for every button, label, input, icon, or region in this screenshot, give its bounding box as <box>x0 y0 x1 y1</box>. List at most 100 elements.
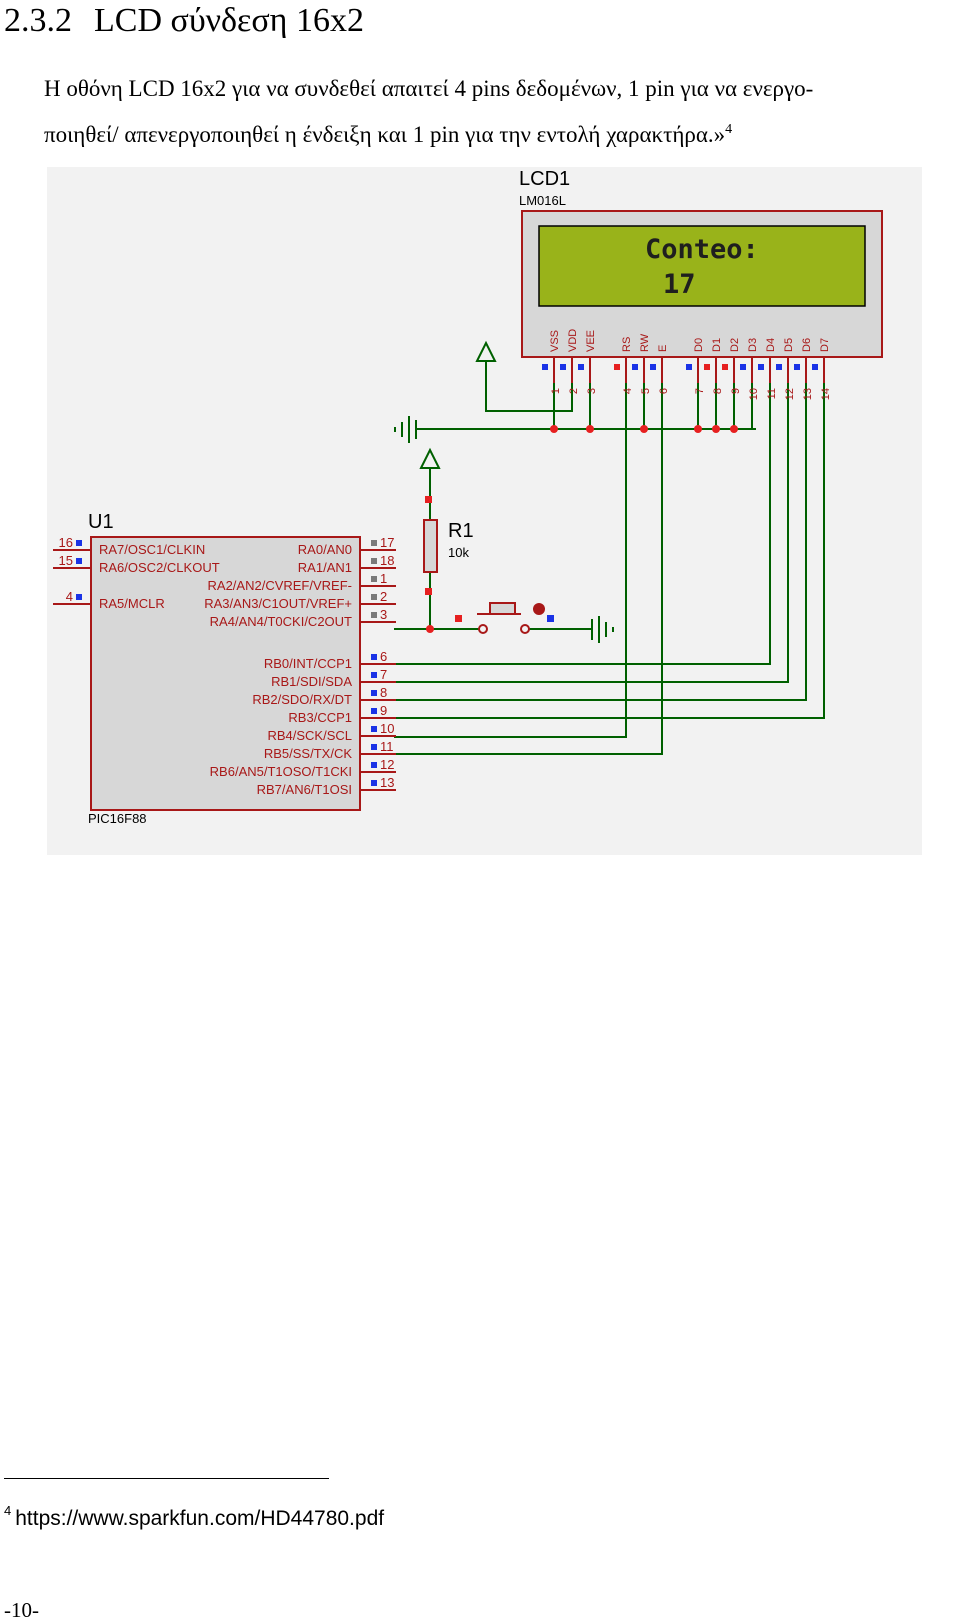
mcu-ref: U1 <box>88 511 114 533</box>
pin-marker <box>560 364 566 370</box>
footnote-link[interactable]: https://www.sparkfun.com/HD44780.pdf <box>15 1507 385 1530</box>
mcu-pin-number: 7 <box>380 667 387 682</box>
mcu-pin-number: 10 <box>380 721 394 736</box>
paragraph-line-1: Η οθόνη LCD 16x2 για να συνδεθεί απαιτεί… <box>44 76 814 101</box>
wire-d5 <box>394 383 789 683</box>
pin-marker <box>758 364 764 370</box>
button-actuator-icon <box>533 603 545 615</box>
mcu-model: PIC16F88 <box>88 811 147 826</box>
mcu-pin-label: RA0/AN0 <box>298 542 352 557</box>
lcd-screen-line-1: Conteo: <box>645 234 759 265</box>
pin-marker <box>371 540 377 546</box>
lcd-pin-name: VDD <box>567 329 579 352</box>
lcd-pin-number: 3 <box>586 388 598 394</box>
mcu-pin-number: 11 <box>380 739 394 754</box>
lcd-pin-number: 10 <box>748 388 760 400</box>
ground-icon <box>598 616 614 643</box>
lcd-pin-number: 1 <box>550 388 562 394</box>
mcu-pin-number: 2 <box>380 589 387 604</box>
mcu-pin-label: RB3/CCP1 <box>288 710 352 725</box>
lcd-pin-name: D5 <box>783 338 795 352</box>
lcd-screen-line-2: 17 <box>663 269 696 300</box>
pin-marker <box>776 364 782 370</box>
section-number: 2.3.2 <box>4 2 72 39</box>
wire-d6 <box>394 383 807 701</box>
lcd-pin-name: D6 <box>801 338 813 352</box>
lcd-pin-number: 14 <box>820 388 832 400</box>
pin-marker <box>547 615 554 622</box>
mcu-pin-number: 4 <box>66 589 73 604</box>
footnote-reference: 4 <box>725 122 733 137</box>
lcd-pin-name: D1 <box>711 338 723 352</box>
mcu-pin-number: 13 <box>380 775 394 790</box>
mcu-pin-label: RA3/AN3/C1OUT/VREF+ <box>204 596 352 611</box>
pin-marker <box>371 576 377 582</box>
lcd-pin-name: RS <box>621 337 633 352</box>
wire-d4 <box>394 383 771 665</box>
mcu-pin-label: RB2/SDO/RX/DT <box>252 692 352 707</box>
push-button <box>477 602 530 634</box>
pin-marker <box>371 612 377 618</box>
power-arrow-icon <box>419 447 441 469</box>
pin-marker <box>371 762 377 768</box>
pin-marker <box>371 726 377 732</box>
footnote-rule <box>4 1478 329 1479</box>
pin-marker <box>76 540 82 546</box>
mcu-pin-label: RB7/AN6/T1OSI <box>257 782 352 797</box>
pin-marker <box>614 364 620 370</box>
section-heading: 2.3.2 LCD σύνδεση 16x2 <box>4 2 364 40</box>
pin-marker <box>371 780 377 786</box>
lcd-pin-number: 7 <box>694 388 706 394</box>
pin-marker <box>578 364 584 370</box>
pin-marker <box>371 744 377 750</box>
pin-marker <box>371 654 377 660</box>
lcd-pin-number: 9 <box>730 388 742 394</box>
resistor-body <box>423 519 438 573</box>
lcd-pin-name: D7 <box>819 338 831 352</box>
mcu-pin-label: RA2/AN2/CVREF/VREF- <box>208 578 352 593</box>
pin-marker <box>76 594 82 600</box>
page-number: -10- <box>4 1598 39 1622</box>
pin-marker <box>632 364 638 370</box>
lcd-pin-name: D2 <box>729 338 741 352</box>
mcu-pin-label: RB4/SCK/SCL <box>267 728 352 743</box>
mcu-pin-number: 16 <box>59 535 73 550</box>
wire-rs <box>394 383 627 738</box>
pin-marker <box>812 364 818 370</box>
wire-pin-drops-ctrl <box>553 383 645 429</box>
mcu-pin-label: RB5/SS/TX/CK <box>264 746 352 761</box>
lcd-pin-name: D0 <box>693 338 705 352</box>
wires <box>394 361 825 755</box>
mcu-pin-label: RA5/MCLR <box>99 596 165 611</box>
lcd-model: LM016L <box>519 193 566 208</box>
ground-icon <box>394 416 410 443</box>
footnote-marker: 4 <box>4 1503 12 1518</box>
lcd-pin-number: 11 <box>766 388 778 399</box>
paragraph-line-2: ποιηθεί/ απενεργοποιηθεί η ένδειξη και 1… <box>44 112 960 158</box>
lcd-ref: LCD1 <box>519 168 570 190</box>
mcu-pin-number: 15 <box>59 553 73 568</box>
circuit-schematic: LCD1 LM016L Conteo: 17 VSS1VDD2VEE3RS4RW… <box>53 168 883 826</box>
lcd-pin-name: D4 <box>765 338 777 352</box>
pin-marker <box>371 594 377 600</box>
wire-e <box>394 383 663 755</box>
resistor-ref: R1 <box>448 520 474 542</box>
section-title: LCD σύνδεση 16x2 <box>94 2 364 39</box>
pin-marker <box>76 558 82 564</box>
pin-marker <box>371 672 377 678</box>
pin-marker <box>425 588 432 595</box>
wire-d7 <box>394 383 825 719</box>
pin-marker <box>650 364 656 370</box>
pin-marker <box>371 708 377 714</box>
lcd-screen <box>538 225 866 307</box>
lcd-pin-name: VEE <box>585 330 597 352</box>
lcd-pin-number: 12 <box>784 388 796 400</box>
lcd-pin-number: 5 <box>640 388 652 394</box>
lcd-pin-number: 2 <box>568 388 580 394</box>
mcu-pin-number: 3 <box>380 607 387 622</box>
lcd-pin-number: 13 <box>802 388 814 400</box>
mcu-pin-number: 18 <box>380 553 394 568</box>
